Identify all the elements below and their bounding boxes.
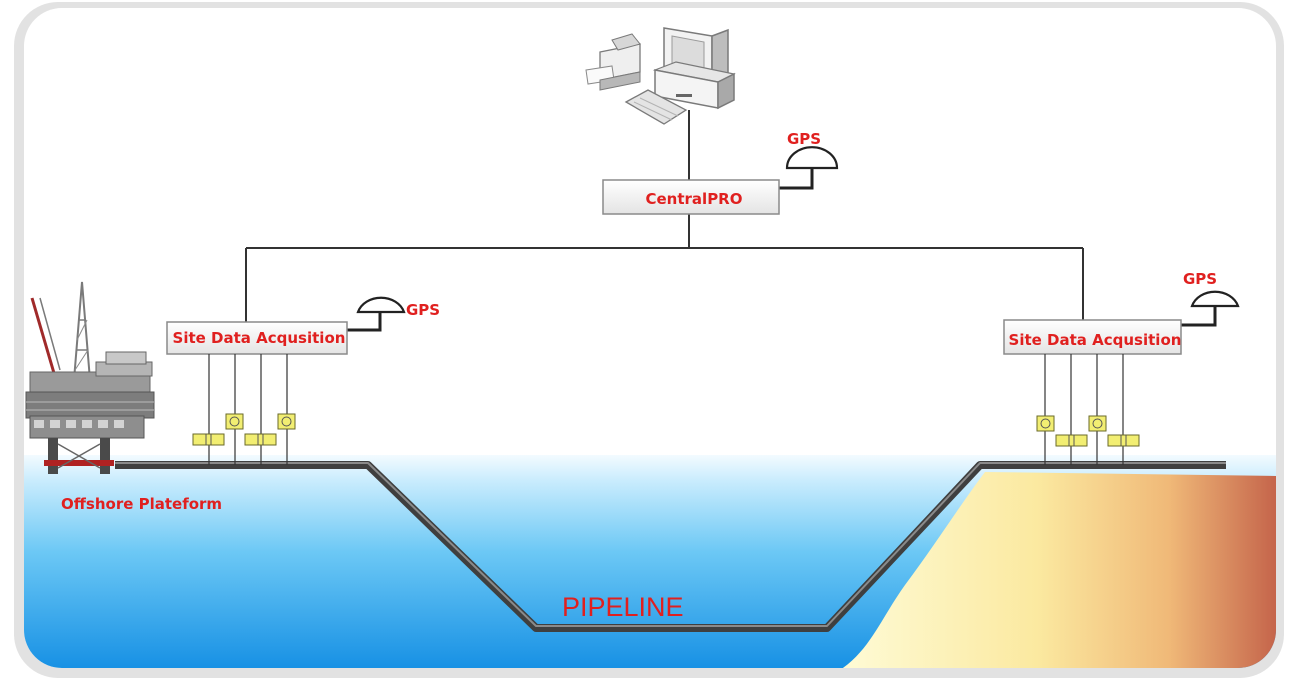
keyboard-icon [624,89,688,125]
site-left-box [166,321,348,355]
gps-antenna-icon [1190,290,1240,308]
flow-meter-icon [1055,434,1088,447]
computer-icon [652,27,736,110]
centralpro-label: CentralPRO [646,190,743,208]
sensor-lines-right [1044,354,1124,465]
gps-label-right: GPS [1183,270,1217,288]
site-right-label: Site Data Acqusition [1009,331,1182,349]
oil-rig-icon [25,281,155,474]
gps-label-central: GPS [787,130,821,148]
pipeline-label: PIPELINE [562,592,684,622]
gps-label-left: GPS [406,301,440,319]
flow-meter-icon [192,433,225,446]
gps-antenna-icon [356,296,406,314]
printer-icon [585,33,641,91]
offshore-platform-label: Offshore Plateform [61,495,222,513]
pressure-sensor-icon [1036,415,1055,432]
gps-antenna-icon [785,146,839,170]
flow-meter-icon [1107,434,1140,447]
pressure-sensor-icon [225,413,244,430]
gps-connectors [347,166,1217,332]
pressure-sensor-icon [1088,415,1107,432]
network-lines [245,110,1084,322]
site-left-label: Site Data Acqusition [173,329,346,347]
flow-meter-icon [244,433,277,446]
sensor-lines-left [208,354,288,465]
centralpro-box [602,179,780,215]
pressure-sensor-icon [277,413,296,430]
pipeline-highlight [115,462,1226,627]
site-right-box [1003,319,1182,355]
land-area [840,472,1276,668]
pipeline-line [115,461,1226,632]
